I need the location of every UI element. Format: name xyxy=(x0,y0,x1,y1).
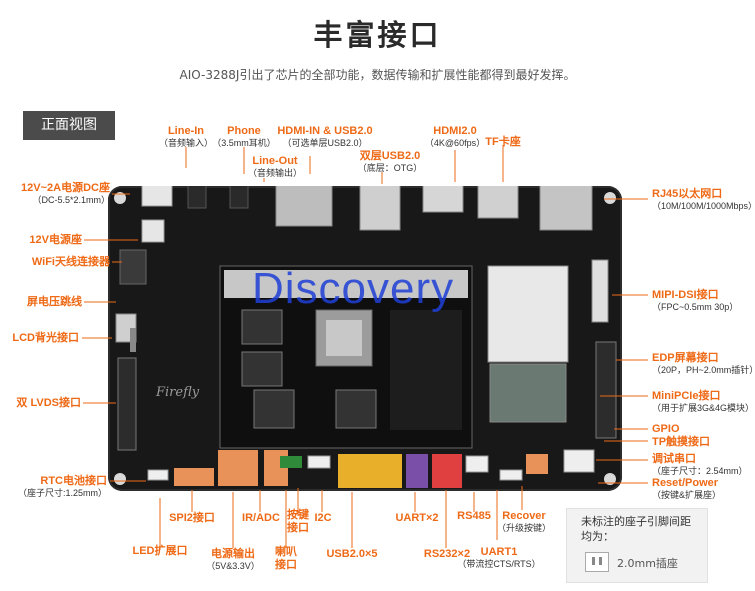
label-key: 按键 接口 xyxy=(287,509,309,534)
section-tag-front-view: 正面视图 xyxy=(23,111,115,140)
board-illustration: Firefly xyxy=(114,175,617,488)
firefly-logo-text: Firefly xyxy=(155,385,200,400)
label-ir-adc: IR/ADC xyxy=(242,512,280,524)
label-12v-power: 12V电源座 xyxy=(29,234,82,246)
label-tp-touch: TP触摸接口 xyxy=(652,436,711,448)
label-wifi-antenna: WiFi天线连接器 xyxy=(31,256,110,268)
label-dual-lvds: 双 LVDS接口 xyxy=(16,397,81,409)
label-recover: Recover （升级按键） xyxy=(496,510,552,533)
label-uart1: UART1 （带流控CTS/RTS） xyxy=(457,546,541,569)
label-edp: EDP屏幕接口 （20P，PH~2.0mm插针） xyxy=(652,352,755,375)
connector-icon xyxy=(585,552,609,572)
watermark: Discovery xyxy=(252,264,455,313)
label-rj45: RJ45以太网口 （10M/100M/1000Mbps） xyxy=(652,188,755,211)
label-rs232-x2: RS232×2 xyxy=(423,548,471,560)
note-text: 未标注的座子引脚间距均为： xyxy=(581,515,691,543)
label-phone: Phone （3.5mm耳机） xyxy=(212,125,276,148)
label-screen-jumper: 屏电压跳线 xyxy=(27,296,82,308)
note-connector-label: 2.0mm插座 xyxy=(617,557,678,570)
label-tf-card: TF卡座 xyxy=(485,136,521,148)
label-dc-in: 12V~2A电源DC座 （DC-5.5*2.1mm） xyxy=(21,182,110,205)
label-usb-otg: 双层USB2.0 （底层：OTG） xyxy=(357,150,423,173)
label-line-in: Line-In （音频输入） xyxy=(158,125,214,148)
label-lcd-backlight: LCD背光接口 xyxy=(12,332,79,344)
label-rtc: RTC电池接口 （座子尺寸:1.25mm） xyxy=(17,475,107,498)
label-speaker: 喇叭 接口 xyxy=(275,546,297,571)
pin-pitch-note: 未标注的座子引脚间距均为： 2.0mm插座 xyxy=(566,508,708,583)
label-minipcie: MiniPCIe接口 （用于扩展3G&4G模块） xyxy=(652,390,755,413)
label-rs485: RS485 xyxy=(457,510,491,522)
label-reset-power: Reset/Power （按键&扩展座） xyxy=(652,477,722,500)
label-power-out: 电源输出 （5V&3.3V） xyxy=(206,548,260,571)
label-i2c: I2C xyxy=(314,512,332,524)
label-led-ext: LED扩展口 xyxy=(132,545,188,557)
label-mipi-dsi: MIPI-DSI接口 （FPC~0.5mm 30p） xyxy=(652,289,739,312)
label-spi2: SPI2接口 xyxy=(169,512,215,524)
label-gpio: GPIO xyxy=(652,423,680,435)
page-subtitle: AIO-3288J引出了芯片的全部功能，数据传输和扩展性能都得到最好发挥。 xyxy=(179,68,576,82)
label-hdmi20: HDMI2.0 （4K@60fps） xyxy=(424,125,486,148)
label-hdmi-in-usb: HDMI-IN & USB2.0 （可选单层USB2.0） xyxy=(277,125,373,148)
label-line-out: Line-Out （音频输出） xyxy=(247,155,303,178)
mainboard: Firefly xyxy=(108,175,622,491)
label-uart-x2: UART×2 xyxy=(395,512,439,524)
label-usb-x5: USB2.0×5 xyxy=(326,548,378,560)
page-title: 丰富接口 xyxy=(313,18,442,52)
label-debug-uart: 调试串口 （座子尺寸：2.54mm） xyxy=(652,453,748,476)
